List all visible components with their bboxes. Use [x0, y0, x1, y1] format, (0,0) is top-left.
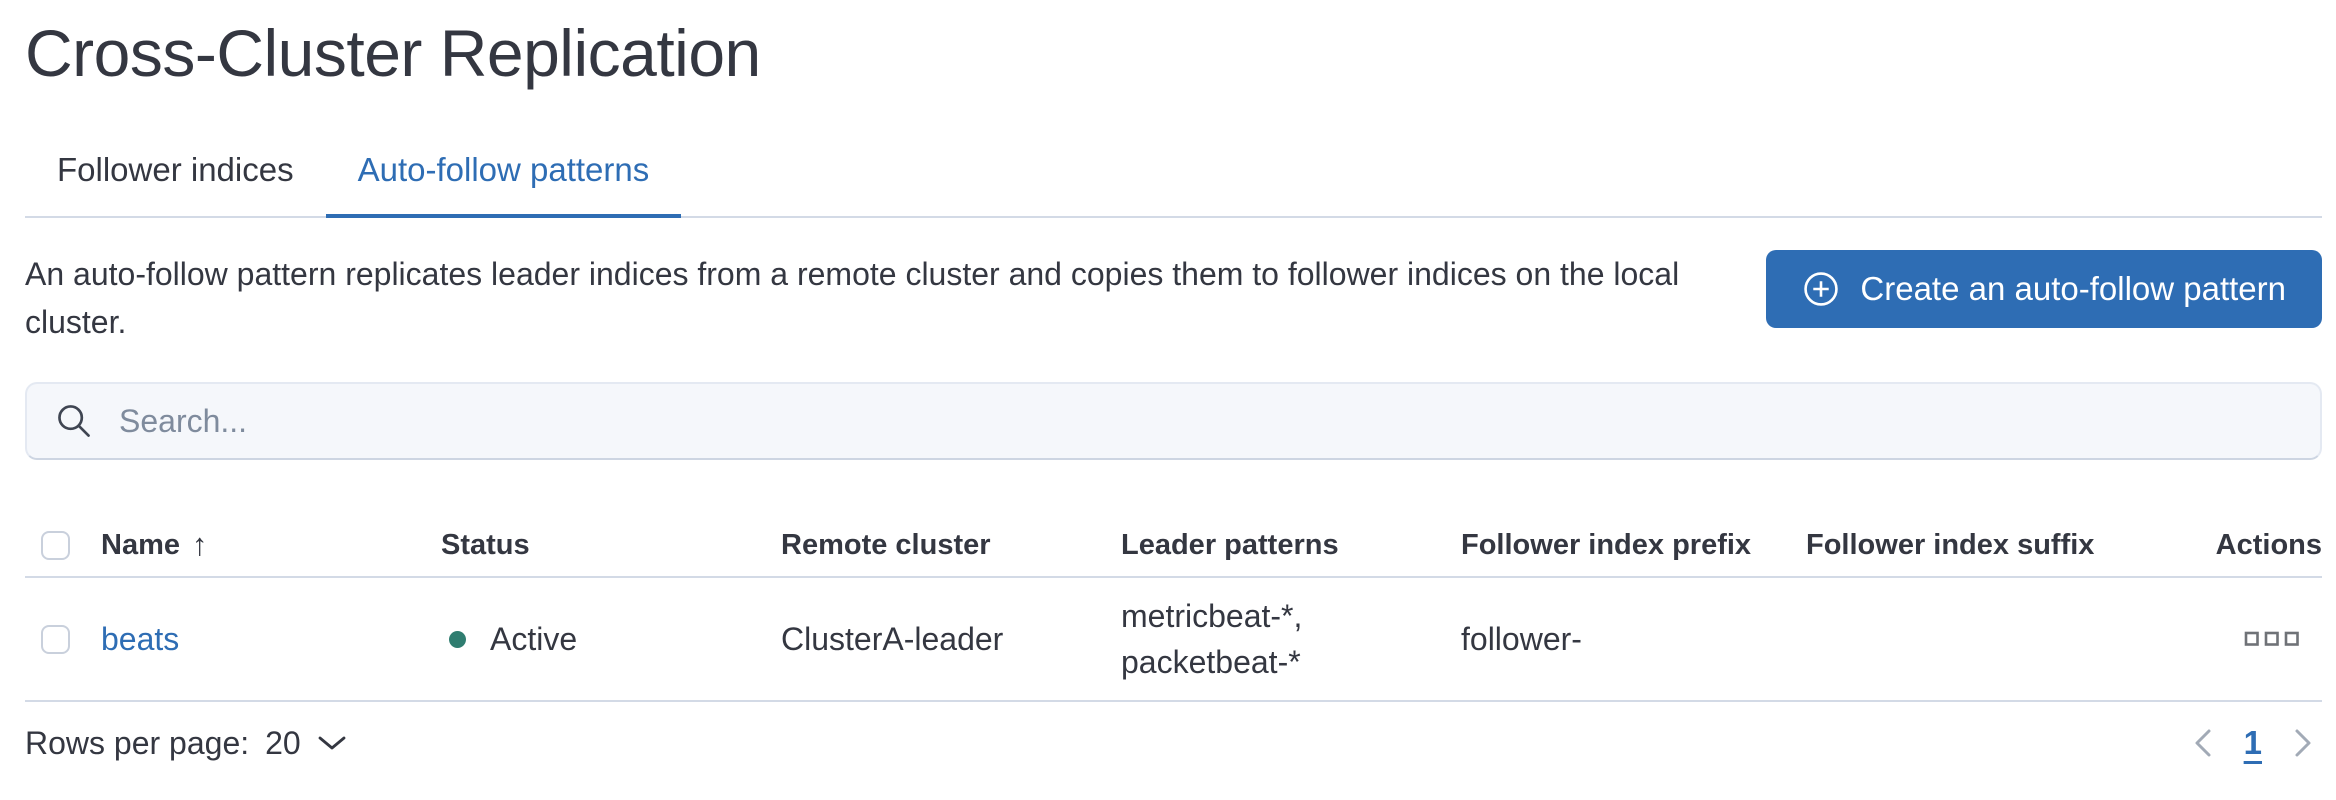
- row-actions-button[interactable]: [2244, 630, 2300, 648]
- page-number-1[interactable]: 1: [2243, 724, 2262, 761]
- leader-pattern-1: metricbeat-*,: [1121, 598, 1303, 634]
- column-header-name[interactable]: Name ↑: [101, 527, 208, 562]
- magnifier-icon: [55, 402, 93, 440]
- search-bar: [25, 382, 2322, 460]
- tab-follower-indices[interactable]: Follower indices: [57, 151, 294, 188]
- tab-auto-follow-patterns[interactable]: Auto-follow patterns: [325, 138, 682, 218]
- search-input[interactable]: [119, 402, 2292, 440]
- boxes-horizontal-icon: [2244, 630, 2300, 648]
- row-checkbox[interactable]: [41, 624, 70, 654]
- chevron-left-icon: [2192, 727, 2214, 759]
- previous-page-button[interactable]: [2192, 727, 2214, 759]
- rows-per-page-value: 20: [265, 724, 301, 761]
- plus-in-circle-icon: [1802, 270, 1840, 308]
- table-row: beats Active ClusterA-leader metricbeat-…: [25, 578, 2322, 702]
- column-header-actions: Actions: [2215, 528, 2322, 561]
- status-label: Active: [490, 620, 578, 657]
- page-title: Cross-Cluster Replication: [25, 16, 761, 90]
- follower-index-prefix-cell: follower-: [1461, 620, 1582, 657]
- rows-per-page-label: Rows per page:: [25, 724, 250, 761]
- column-header-follower-index-prefix: Follower index prefix: [1461, 528, 1752, 561]
- column-header-leader-patterns: Leader patterns: [1121, 528, 1339, 561]
- column-header-status: Status: [441, 528, 530, 561]
- leader-patterns-cell: metricbeat-*, packetbeat-*: [1121, 593, 1461, 685]
- table-header-row: Name ↑ Status Remote cluster Leader patt…: [25, 514, 2322, 578]
- create-auto-follow-pattern-button[interactable]: Create an auto-follow pattern: [1766, 250, 2322, 328]
- tab-bar: Follower indices Auto-follow patterns: [25, 138, 2322, 218]
- pattern-name-link[interactable]: beats: [101, 620, 180, 657]
- next-page-button[interactable]: [2292, 727, 2314, 759]
- create-button-label: Create an auto-follow pattern: [1860, 270, 2286, 307]
- rows-per-page-control[interactable]: Rows per page: 20: [25, 725, 347, 762]
- remote-cluster-cell: ClusterA-leader: [781, 620, 1004, 657]
- status-active-dot-icon: [449, 630, 466, 648]
- column-header-follower-index-suffix: Follower index suffix: [1806, 528, 2095, 561]
- leader-pattern-2: packetbeat-*: [1121, 644, 1301, 680]
- select-all-checkbox[interactable]: [41, 530, 70, 560]
- table-footer: Rows per page: 20 1: [25, 724, 2322, 762]
- sort-ascending-icon: ↑: [192, 527, 208, 562]
- intro-section: An auto-follow pattern replicates leader…: [25, 250, 2322, 346]
- page-description: An auto-follow pattern replicates leader…: [25, 256, 1680, 340]
- pagination: 1: [2192, 724, 2322, 762]
- column-header-remote-cluster: Remote cluster: [781, 528, 991, 561]
- cross-cluster-replication-page: Cross-Cluster Replication Follower indic…: [25, 16, 2322, 762]
- chevron-right-icon: [2292, 727, 2314, 759]
- auto-follow-patterns-table: Name ↑ Status Remote cluster Leader patt…: [25, 514, 2322, 762]
- chevron-down-icon: [317, 734, 347, 752]
